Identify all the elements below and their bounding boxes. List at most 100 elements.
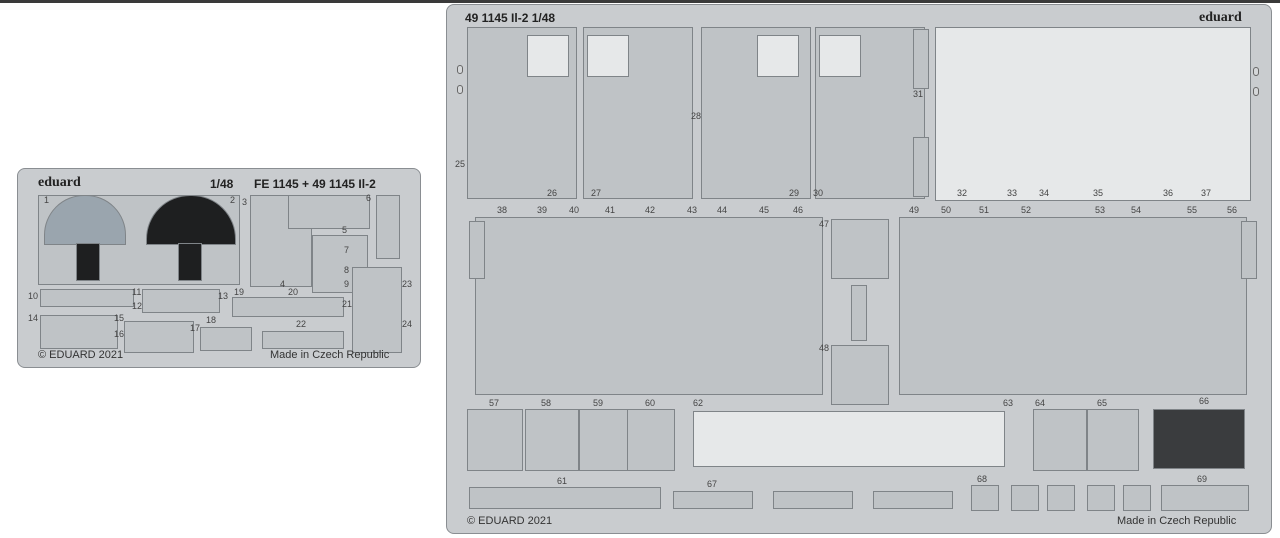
part-31 — [913, 137, 929, 197]
part-17 — [124, 321, 194, 353]
panel-stem-1 — [76, 243, 100, 281]
part-number: 60 — [645, 398, 656, 408]
part-number: 66 — [1199, 396, 1210, 406]
part-number: 57 — [489, 398, 500, 408]
part-58 — [525, 409, 579, 471]
part-number: 31 — [913, 89, 924, 99]
part-number: 47 — [819, 219, 830, 229]
part-number: 5 — [342, 225, 348, 235]
part-31-mid — [851, 285, 867, 341]
part-number: 63 — [1003, 398, 1014, 408]
spar-parts-49-56 — [899, 217, 1247, 395]
door-frame — [587, 35, 629, 77]
part-number: 6 — [366, 193, 372, 203]
part-number: 51 — [979, 205, 990, 215]
eduard-logo: eduard — [1199, 10, 1242, 25]
rivet-hole — [457, 65, 463, 74]
part-number: 17 — [190, 323, 201, 333]
origin-label: Made in Czech Republic — [270, 349, 390, 361]
part-number: 53 — [1095, 205, 1106, 215]
eduard-logo: eduard — [38, 175, 81, 190]
part-57 — [467, 409, 523, 471]
part-65 — [1087, 409, 1139, 471]
part-number: 37 — [1201, 188, 1212, 198]
part-47 — [831, 219, 889, 279]
part-number: 54 — [1131, 205, 1142, 215]
part-66 — [1153, 409, 1245, 469]
part-number: 12 — [132, 301, 143, 311]
part-number: 23 — [402, 279, 413, 289]
part-67 — [773, 491, 853, 509]
part-31-left — [469, 221, 485, 279]
part-10-11 — [40, 289, 134, 307]
part-number: 64 — [1035, 398, 1046, 408]
part-number: 9 — [344, 279, 350, 289]
part-number: 61 — [557, 476, 568, 486]
part-number: 34 — [1039, 188, 1050, 198]
part-number: 50 — [941, 205, 952, 215]
part-number: 13 — [218, 291, 229, 301]
part-number: 55 — [1187, 205, 1198, 215]
part-59 — [579, 409, 629, 471]
part-19-21 — [232, 297, 344, 317]
part-number: 7 — [344, 245, 350, 255]
fret-code: FE 1145 + 49 1145 Il-2 — [254, 177, 376, 191]
part-48 — [831, 345, 889, 405]
part-number: 4 — [280, 279, 286, 289]
origin-label: Made in Czech Republic — [1117, 515, 1237, 527]
part-number: 41 — [605, 205, 616, 215]
part-31 — [913, 29, 929, 89]
part-number: 44 — [717, 205, 728, 215]
part-68 — [1011, 485, 1039, 511]
part-number: 65 — [1097, 398, 1108, 408]
part-number: 38 — [497, 205, 508, 215]
part-number: 24 — [402, 319, 413, 329]
part-number: 58 — [541, 398, 552, 408]
part-number: 10 — [28, 291, 39, 301]
part-number: 69 — [1197, 474, 1208, 484]
part-number: 35 — [1093, 188, 1104, 198]
parts-23-24 — [352, 267, 402, 353]
part-number: 22 — [296, 319, 307, 329]
part-number: 36 — [1163, 188, 1174, 198]
rivet-hole — [1253, 67, 1259, 76]
part-number: 25 — [455, 159, 466, 169]
part-number: 14 — [28, 313, 39, 323]
part-number: 45 — [759, 205, 770, 215]
part-number: 21 — [342, 299, 353, 309]
part-number: 68 — [977, 474, 988, 484]
part-69 — [1161, 485, 1249, 511]
part-6 — [376, 195, 400, 259]
rivet-hole — [457, 85, 463, 94]
small-photo-etch-fret: eduard 1/48 FE 1145 + 49 1145 Il-2 1 2 3… — [17, 168, 421, 368]
flap-panels-32-37 — [935, 27, 1251, 201]
part-number: 40 — [569, 205, 580, 215]
part-number: 59 — [593, 398, 604, 408]
spar-parts-38-46 — [475, 217, 823, 395]
part-number: 16 — [114, 329, 125, 339]
part-64 — [1033, 409, 1087, 471]
part-number: 39 — [537, 205, 548, 215]
fret-code: 49 1145 Il-2 1/48 — [465, 11, 556, 25]
part-60 — [627, 409, 675, 471]
part-number: 11 — [132, 287, 142, 297]
copyright: © EDUARD 2021 — [38, 349, 124, 361]
part-67 — [873, 491, 953, 509]
part-number: 15 — [114, 313, 125, 323]
part-12-13 — [142, 289, 220, 313]
part-number: 29 — [789, 188, 800, 198]
part-number: 52 — [1021, 205, 1032, 215]
part-31-right — [1241, 221, 1257, 279]
part-68 — [1123, 485, 1151, 511]
part-5 — [288, 195, 370, 229]
part-number: 1 — [44, 195, 50, 205]
part-number: 32 — [957, 188, 968, 198]
part-number: 46 — [793, 205, 804, 215]
part-number: 48 — [819, 343, 830, 353]
part-number: 62 — [693, 398, 704, 408]
part-number: 8 — [344, 265, 350, 275]
part-67 — [673, 491, 753, 509]
part-62-63 — [693, 411, 1005, 467]
part-number: 18 — [206, 315, 217, 325]
panel-stem-2 — [178, 243, 202, 281]
